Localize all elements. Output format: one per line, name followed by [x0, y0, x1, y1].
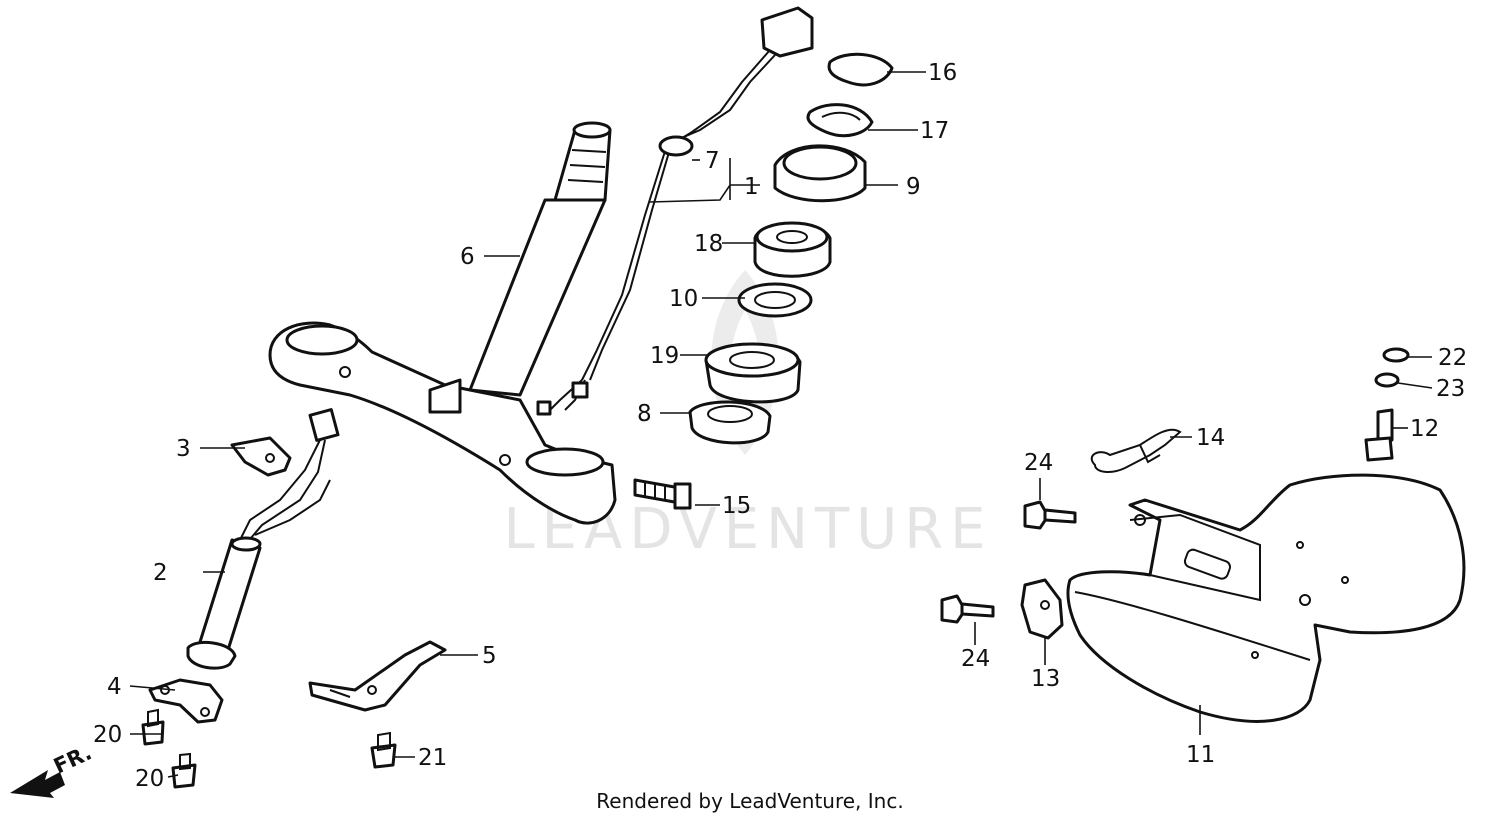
callout-2: 2 [153, 560, 168, 586]
callout-12: 12 [1410, 416, 1439, 442]
callout-5: 5 [482, 643, 497, 669]
callout-20a: 20 [93, 722, 122, 748]
part-22-washer [1382, 347, 1410, 363]
callout-20b: 20 [135, 766, 164, 792]
part-9-locknut [773, 144, 867, 203]
part-24-bolt-a [1023, 500, 1077, 530]
part-8-dust-seal [688, 400, 772, 445]
part-17 [806, 103, 874, 138]
part-4-plate [148, 678, 224, 724]
part-19-bearing [704, 342, 802, 404]
callout-17: 17 [920, 118, 949, 144]
callout-16: 16 [928, 60, 957, 86]
callout-24a: 24 [1024, 450, 1053, 476]
callout-11: 11 [1186, 742, 1215, 768]
part-2-switch [186, 408, 340, 670]
callout-21: 21 [418, 745, 447, 771]
callout-23: 23 [1436, 376, 1465, 402]
steering-stem [268, 121, 617, 525]
callout-13: 13 [1031, 666, 1060, 692]
callout-8: 8 [637, 401, 652, 427]
callout-4: 4 [107, 674, 122, 700]
part-5-bracket [308, 640, 447, 712]
leader-lines [129, 71, 1433, 778]
front-direction-label: FR. [50, 740, 95, 778]
callout-19: 19 [650, 343, 679, 369]
part-10-seal [737, 282, 813, 318]
part-21-screw [370, 731, 397, 769]
part-13-bracket [1020, 578, 1064, 640]
part-3-bracket [230, 436, 292, 477]
callout-14: 14 [1196, 425, 1225, 451]
wire-harness [536, 6, 814, 416]
part-20-screw-b [171, 752, 197, 789]
callout-1: 1 [744, 174, 759, 200]
part-14-clip [1090, 428, 1182, 473]
callout-6: 6 [460, 244, 475, 270]
callout-18: 18 [694, 231, 723, 257]
part-18-race [753, 221, 832, 278]
callout-15: 15 [722, 493, 751, 519]
callout-3: 3 [176, 436, 191, 462]
part-24-bolt-b [940, 594, 995, 624]
callout-7: 7 [705, 148, 720, 174]
part-23-lock-washer [1374, 372, 1400, 388]
callout-9: 9 [906, 174, 921, 200]
callout-10: 10 [669, 286, 698, 312]
part-15-bolt [633, 478, 692, 510]
footer-credit: Rendered by LeadVenture, Inc. [596, 789, 904, 813]
part-11-plate [1066, 473, 1466, 723]
front-arrow-icon [10, 770, 65, 798]
part-12-stud [1364, 408, 1394, 462]
callout-22: 22 [1438, 345, 1467, 371]
part-16 [827, 52, 894, 87]
part-20-screw-a [141, 708, 165, 746]
callout-24b: 24 [961, 646, 990, 672]
